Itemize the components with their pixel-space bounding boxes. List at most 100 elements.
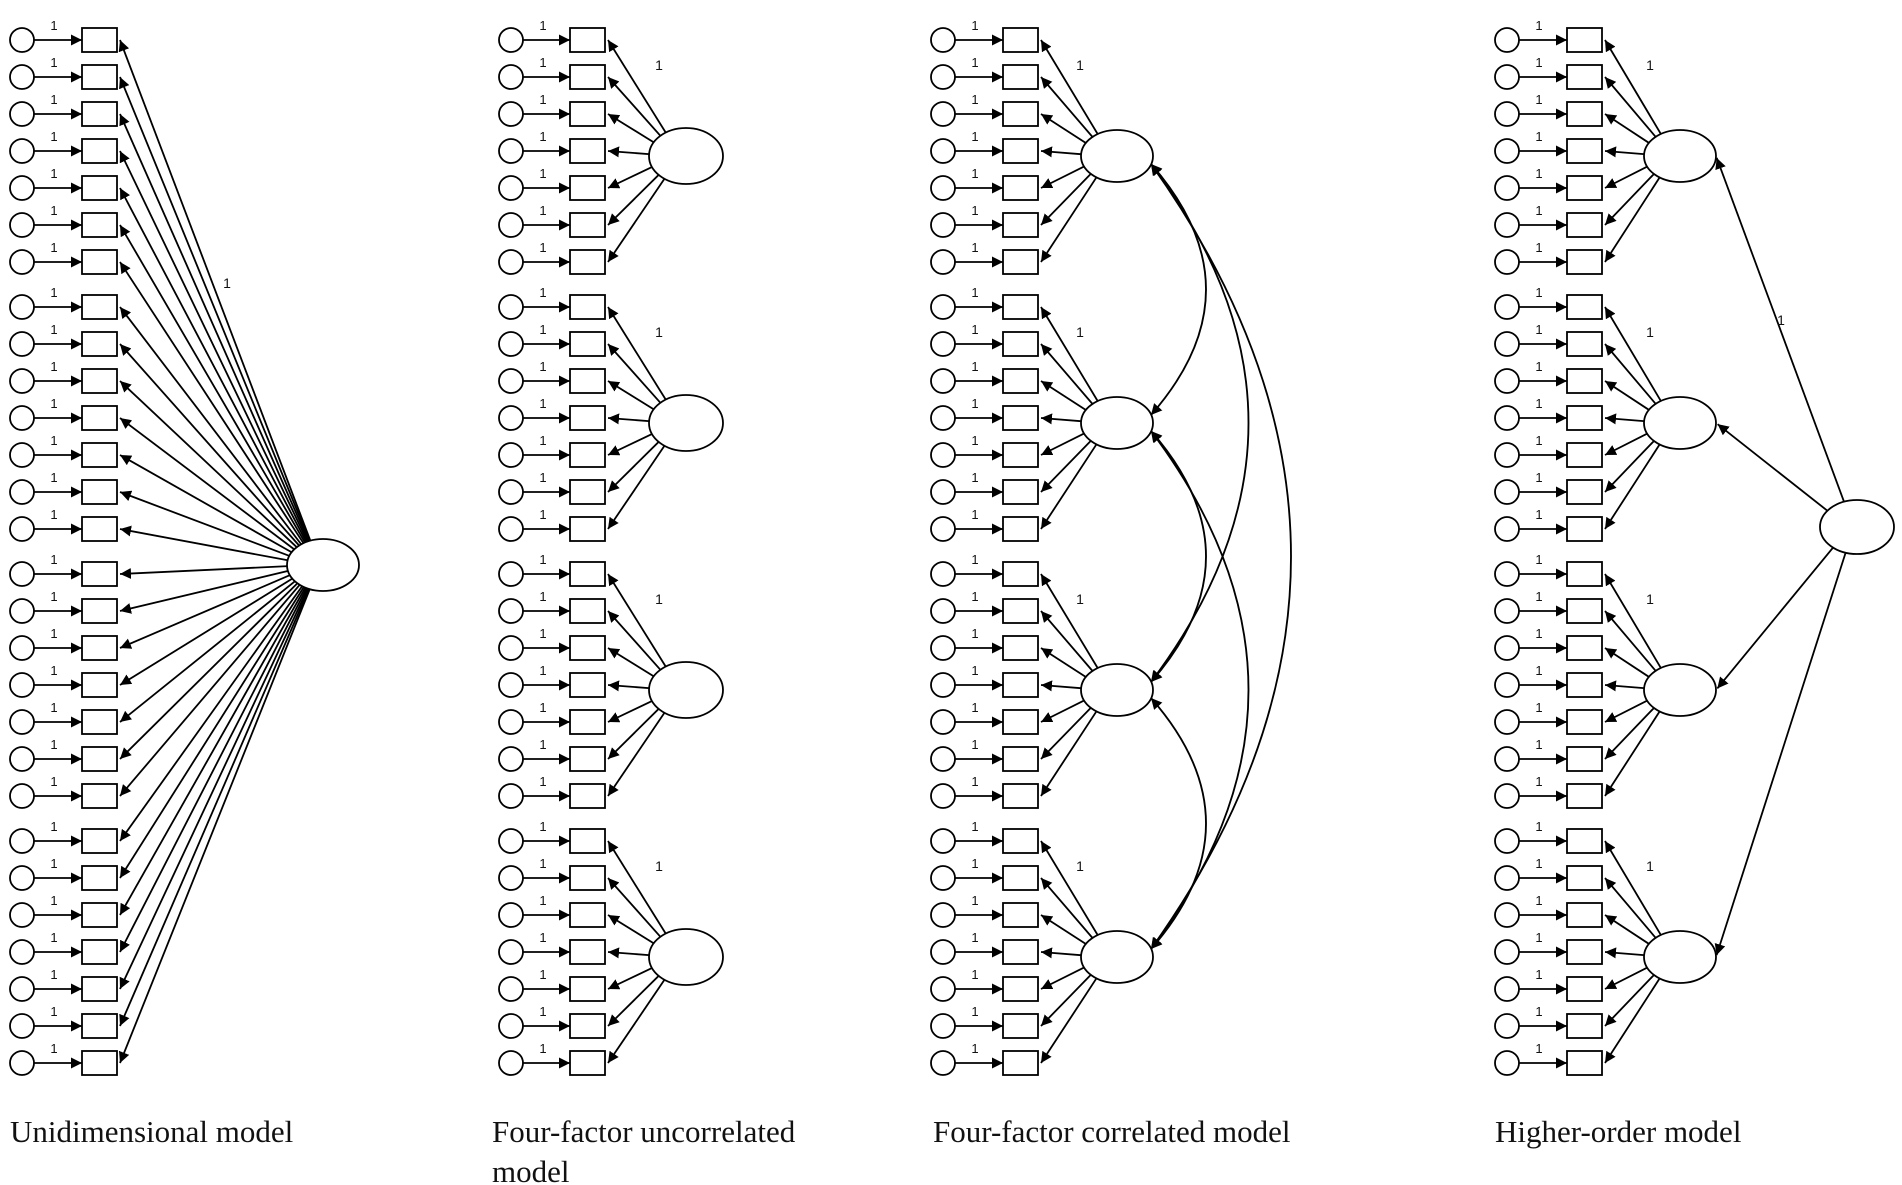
error-path-label: 1 <box>971 552 978 567</box>
error-term-circle <box>498 516 524 542</box>
caption-unidimensional-model: Unidimensional model <box>10 1114 294 1149</box>
observed-indicator-box <box>569 865 606 891</box>
loading-arrow <box>119 585 309 953</box>
error-term-circle <box>930 635 956 661</box>
error-path-label: 1 <box>1535 322 1542 337</box>
loading-arrow <box>607 113 657 145</box>
loading-arrow <box>1040 647 1089 680</box>
observed-indicator-box <box>1002 138 1039 164</box>
observed-indicator-box <box>81 405 118 431</box>
loading-arrow <box>1040 413 1085 425</box>
observed-indicator-box <box>1566 865 1603 891</box>
loading-arrow <box>119 585 310 990</box>
error-path-label: 1 <box>971 737 978 752</box>
observed-indicator-box <box>81 902 118 928</box>
error-path-label: 1 <box>50 893 57 908</box>
fixed-loading-label: 1 <box>1076 324 1084 340</box>
loading-arrow <box>607 610 663 673</box>
error-path-label: 1 <box>971 589 978 604</box>
error-path-label: 1 <box>50 92 57 107</box>
observed-indicator-box <box>569 783 606 809</box>
loading-arrow <box>607 431 655 456</box>
error-path-label: 1 <box>971 433 978 448</box>
error-path-label: 1 <box>50 552 57 567</box>
error-path-label: 1 <box>539 774 546 789</box>
higher-order-loading-arrow <box>1717 423 1830 513</box>
error-path-label: 1 <box>1535 626 1542 641</box>
error-path-label: 1 <box>1535 18 1542 33</box>
error-path-label: 1 <box>971 322 978 337</box>
error-term-circle <box>1494 902 1520 928</box>
observed-indicator-box <box>1002 294 1039 320</box>
loading-arrow <box>119 565 291 579</box>
latent-factor-ellipse <box>1643 129 1717 183</box>
error-term-circle <box>498 138 524 164</box>
loading-arrow <box>1604 840 1663 938</box>
loading-arrow <box>1604 442 1662 530</box>
error-path-label: 1 <box>1535 856 1542 871</box>
error-term-circle <box>1494 294 1520 320</box>
error-term-circle <box>930 1050 956 1076</box>
error-term-circle <box>1494 249 1520 275</box>
loading-arrow <box>1604 877 1658 941</box>
loading-arrow <box>1604 965 1650 990</box>
error-term-circle <box>498 746 524 772</box>
error-term-circle <box>1494 331 1520 357</box>
error-term-circle <box>9 1013 35 1039</box>
observed-indicator-box <box>81 516 118 542</box>
loading-arrow <box>1040 680 1085 692</box>
loading-arrow <box>607 706 662 760</box>
error-path-label: 1 <box>539 663 546 678</box>
error-term-circle <box>9 249 35 275</box>
error-path-label: 1 <box>971 856 978 871</box>
latent-factor-ellipse <box>1643 930 1717 984</box>
observed-indicator-box <box>569 561 606 587</box>
error-path-label: 1 <box>1535 433 1542 448</box>
observed-indicator-box <box>81 746 118 772</box>
observed-indicator-box <box>1566 976 1603 1002</box>
error-term-circle <box>9 561 35 587</box>
observed-indicator-box <box>569 828 606 854</box>
error-term-circle <box>1494 783 1520 809</box>
observed-indicator-box <box>1566 672 1603 698</box>
error-term-circle <box>498 212 524 238</box>
loading-arrow <box>1040 431 1087 456</box>
error-path-label: 1 <box>50 589 57 604</box>
error-path-label: 1 <box>50 322 57 337</box>
error-term-circle <box>1494 746 1520 772</box>
error-term-circle <box>9 212 35 238</box>
latent-factor-ellipse <box>286 538 360 592</box>
error-term-circle <box>498 249 524 275</box>
error-term-circle <box>9 1050 35 1076</box>
error-term-circle <box>9 939 35 965</box>
observed-indicator-box <box>1002 212 1039 238</box>
error-path-label: 1 <box>539 626 546 641</box>
error-term-circle <box>1494 405 1520 431</box>
loading-arrow <box>1040 380 1089 413</box>
observed-indicator-box <box>81 212 118 238</box>
error-term-circle <box>498 902 524 928</box>
error-path-label: 1 <box>971 967 978 982</box>
observed-indicator-box <box>1002 746 1039 772</box>
error-term-circle <box>498 976 524 1002</box>
observed-indicator-box <box>1002 442 1039 468</box>
error-term-circle <box>1494 442 1520 468</box>
fixed-loading-label: 1 <box>1646 324 1654 340</box>
error-path-label: 1 <box>50 856 57 871</box>
loading-arrow <box>1604 343 1658 407</box>
observed-indicator-box <box>81 561 118 587</box>
error-term-circle <box>9 746 35 772</box>
error-path-label: 1 <box>1535 470 1542 485</box>
error-term-circle <box>930 783 956 809</box>
fixed-loading-label: 1 <box>223 275 231 291</box>
error-term-circle <box>498 479 524 505</box>
error-path-label: 1 <box>539 856 546 871</box>
error-path-label: 1 <box>1535 129 1542 144</box>
loading-arrow <box>1040 975 1099 1064</box>
loading-arrow <box>607 146 653 158</box>
error-term-circle <box>9 442 35 468</box>
error-term-circle <box>9 865 35 891</box>
error-term-circle <box>930 902 956 928</box>
observed-indicator-box <box>1566 902 1603 928</box>
observed-indicator-box <box>1566 635 1603 661</box>
